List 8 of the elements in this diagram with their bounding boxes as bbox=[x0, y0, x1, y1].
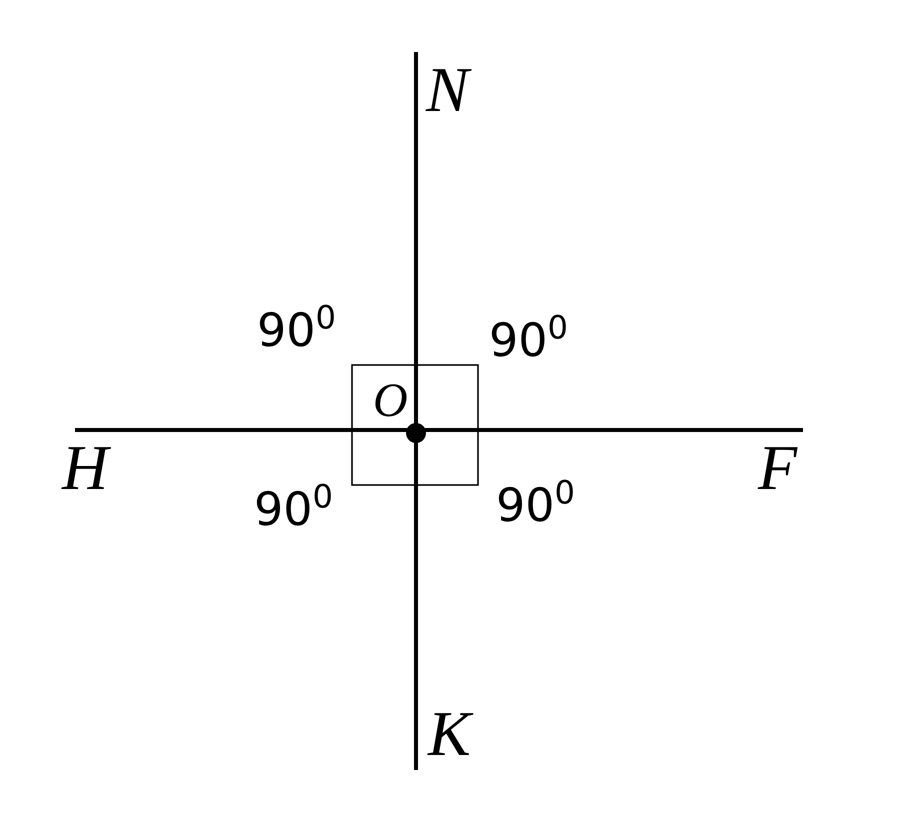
point-label: F bbox=[758, 436, 798, 500]
angle-label: 90$^{0}$ bbox=[257, 307, 336, 353]
angle-label: 90$^{0}$ bbox=[254, 486, 334, 532]
point-label: O bbox=[373, 377, 408, 425]
angle-label: 90$^{0}$ bbox=[489, 317, 568, 363]
point-label: K bbox=[428, 702, 471, 766]
point-label: H bbox=[62, 436, 108, 500]
angle-label: 90$^{0}$ bbox=[496, 482, 576, 528]
